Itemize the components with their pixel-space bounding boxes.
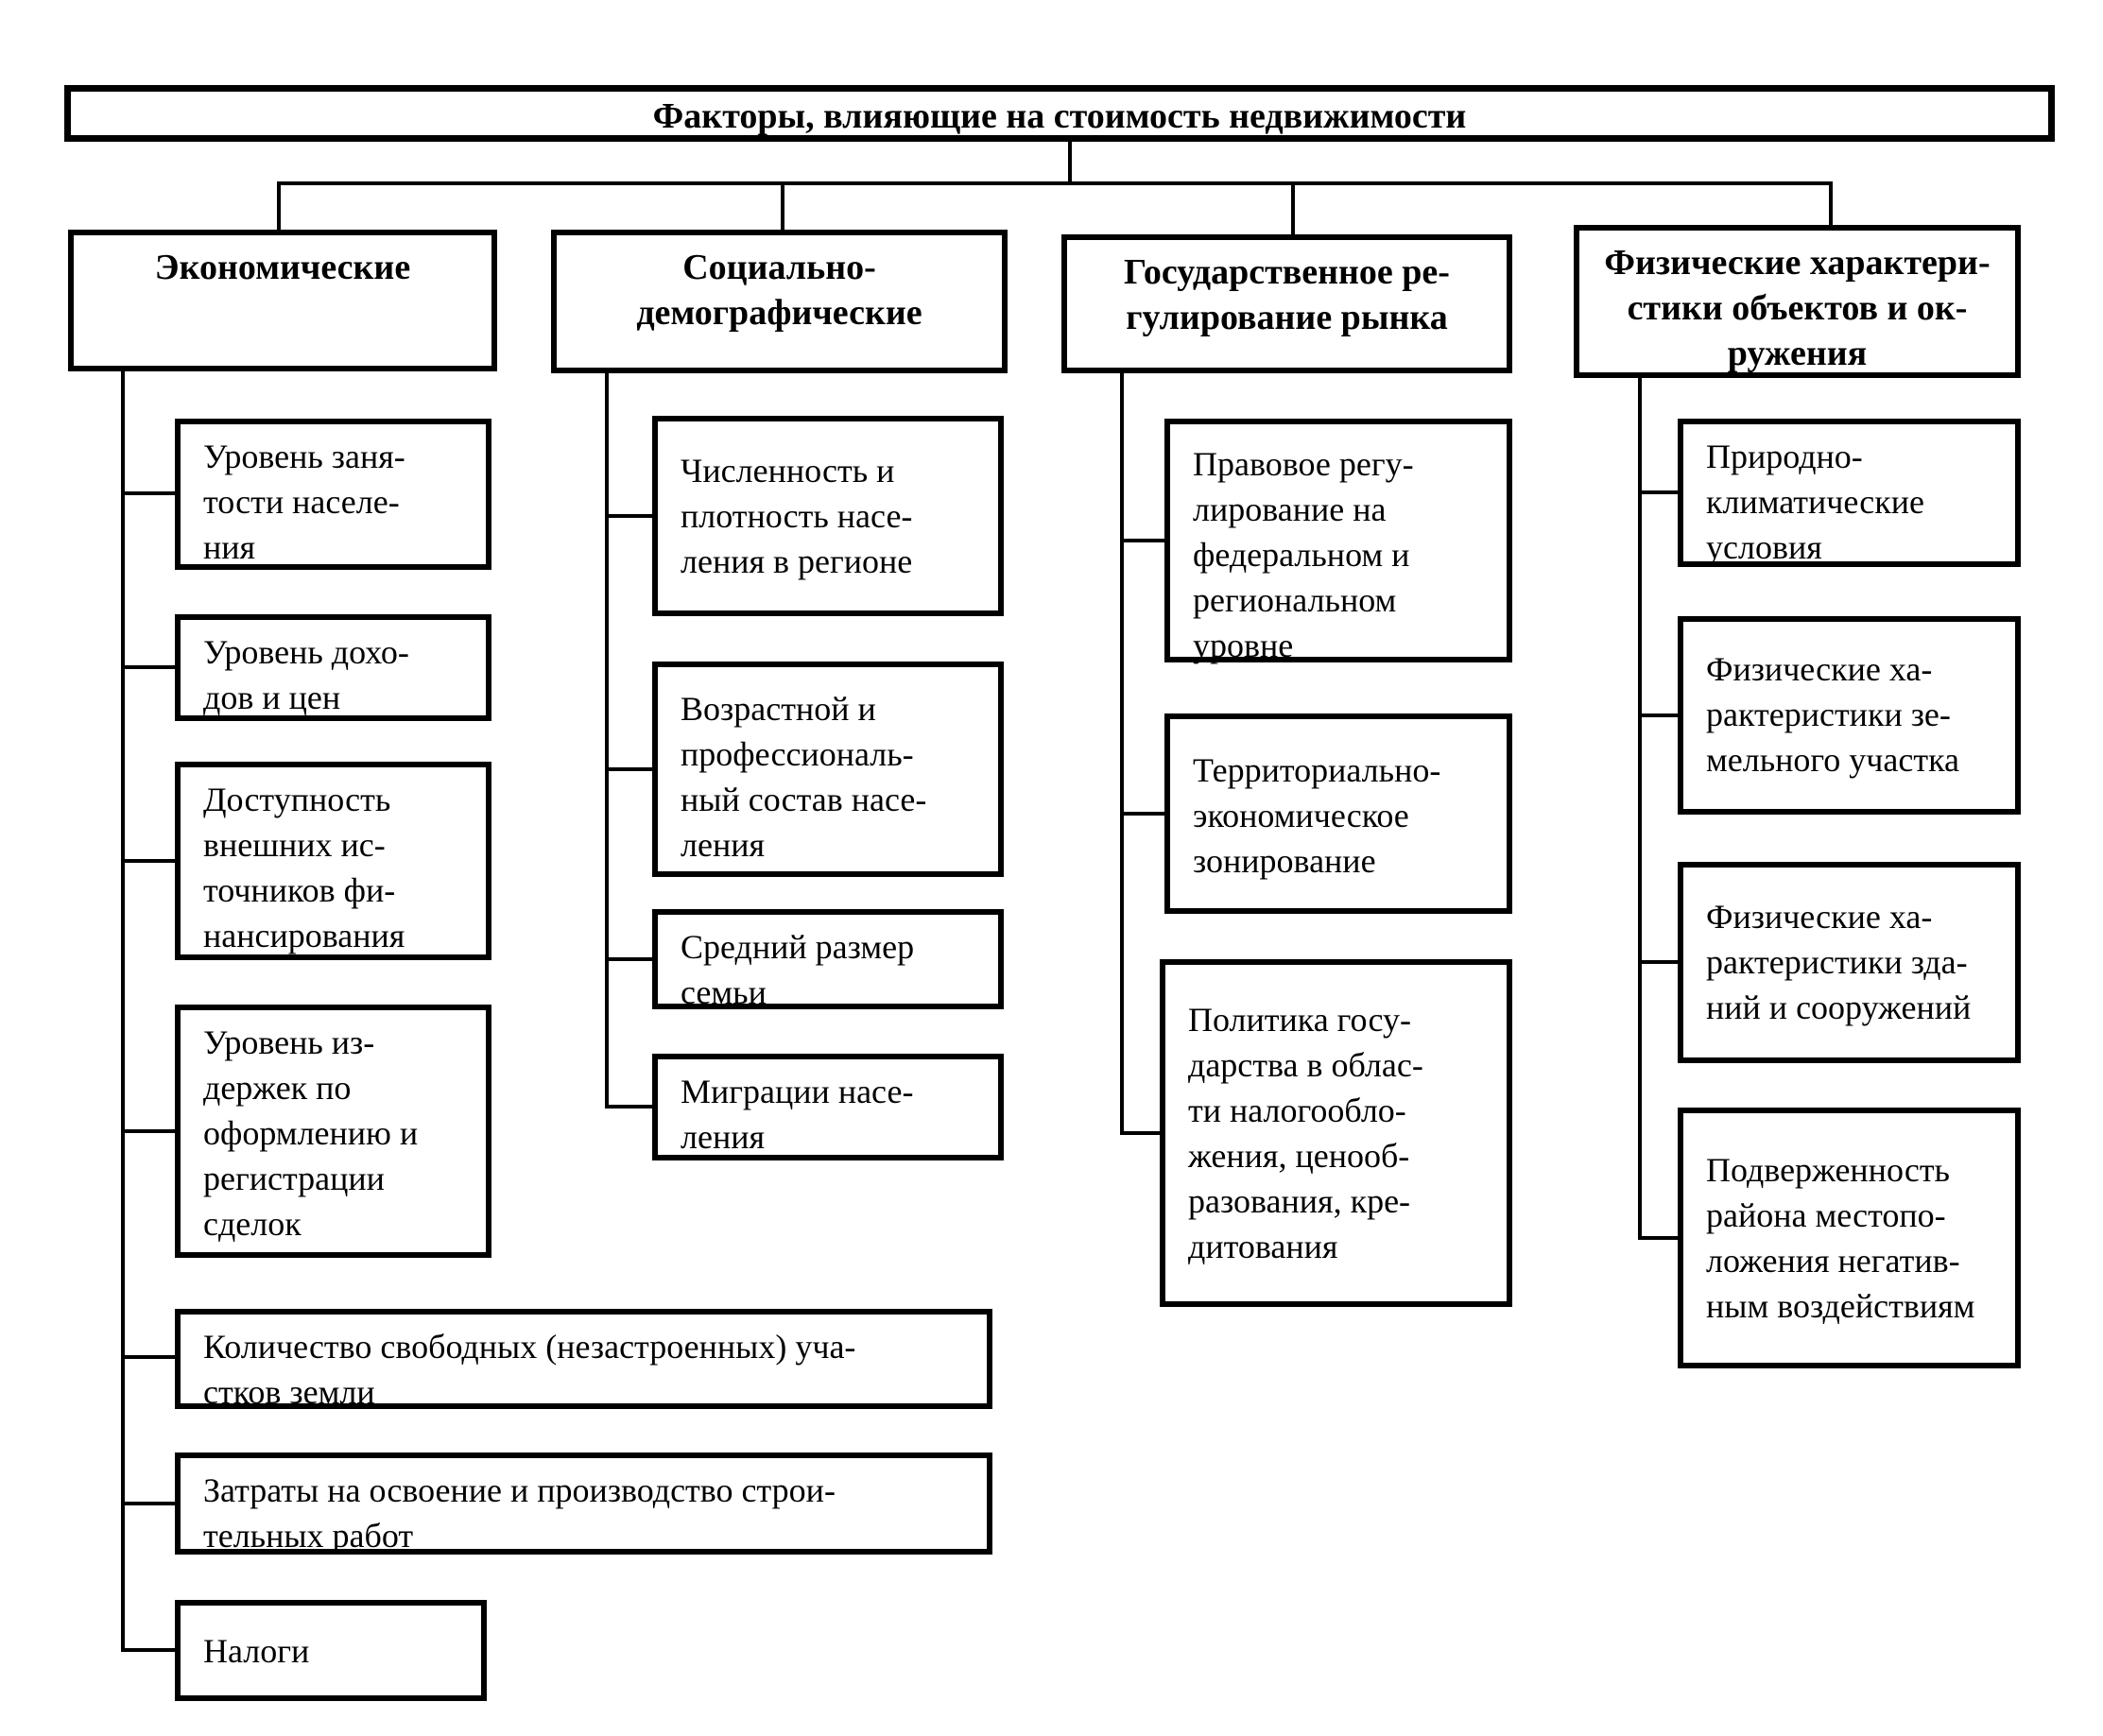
connector-stub — [121, 1502, 175, 1505]
factor-climate: Природно- климатические условия — [1678, 419, 2021, 567]
connector-spine-col1 — [121, 371, 125, 1652]
column-header-physical-characteristics: Физические характери- стики объектов и о… — [1574, 225, 2021, 378]
connector-distribution-line — [277, 181, 1833, 185]
factor-negative-impacts: Подверженность района местопо- ложения н… — [1678, 1108, 2021, 1368]
factor-financing-sources: Доступность внешних ис- точников фи- нан… — [175, 762, 491, 960]
connector-stub — [1120, 1131, 1160, 1135]
factor-state-policy: Политика госу- дарства в облас- ти налог… — [1160, 959, 1512, 1307]
connector-stub — [605, 957, 652, 961]
factor-building-characteristics: Физические ха- рактеристики зда- ний и с… — [1678, 862, 2021, 1063]
connector-stub — [121, 859, 175, 863]
connector-stub — [121, 1355, 175, 1359]
connector-title-drop — [1068, 140, 1072, 183]
connector-spine-col2 — [605, 373, 609, 1109]
column-header-economic: Экономические — [68, 230, 497, 371]
factor-migration: Миграции насе- ления — [652, 1054, 1004, 1160]
connector-drop-col1 — [277, 183, 281, 230]
connector-stub — [605, 514, 652, 518]
column-header-socio-demographic: Социально- демографические — [551, 230, 1008, 373]
factor-transaction-costs: Уровень из- держек по оформлению и регис… — [175, 1005, 491, 1258]
factor-zoning: Территориально- экономическое зонировани… — [1164, 713, 1512, 914]
connector-stub — [121, 1648, 175, 1652]
connector-drop-col4 — [1829, 183, 1833, 225]
factor-age-professional: Возрастной и профессиональ- ный состав н… — [652, 662, 1004, 877]
connector-stub — [1638, 1236, 1678, 1240]
connector-stub — [121, 665, 175, 669]
connector-stub — [1638, 490, 1678, 494]
factor-taxes: Налоги — [175, 1600, 487, 1701]
factor-population-density: Численность и плотность насе- ления в ре… — [652, 416, 1004, 616]
connector-stub — [1120, 812, 1164, 816]
connector-stub — [1120, 539, 1164, 542]
connector-stub — [605, 767, 652, 771]
factor-land-characteristics: Физические ха- рактеристики зе- мельного… — [1678, 616, 2021, 815]
factor-legal-regulation: Правовое регу- лирование на федеральном … — [1164, 419, 1512, 664]
diagram-title: Факторы, влияющие на стоимость недвижимо… — [64, 85, 2055, 142]
connector-stub — [121, 1129, 175, 1133]
connector-stub — [605, 1105, 652, 1109]
factor-employment: Уровень заня- тости населе- ния — [175, 419, 491, 570]
connector-stub — [121, 491, 175, 495]
factor-vacant-land: Количество свободных (незастроенных) уча… — [175, 1309, 992, 1411]
factor-development-costs: Затраты на освоение и производство строи… — [175, 1452, 992, 1555]
connector-spine-col3 — [1120, 373, 1124, 1135]
connector-drop-col3 — [1291, 183, 1295, 234]
connector-spine-col4 — [1638, 378, 1642, 1240]
connector-drop-col2 — [781, 183, 784, 230]
factor-family-size: Средний размер семьи — [652, 909, 1004, 1011]
connector-stub — [1638, 960, 1678, 964]
column-header-state-regulation: Государственное ре- гулирование рынка — [1061, 234, 1512, 373]
connector-stub — [1638, 713, 1678, 717]
factor-income-prices: Уровень дохо- дов и цен — [175, 614, 491, 721]
